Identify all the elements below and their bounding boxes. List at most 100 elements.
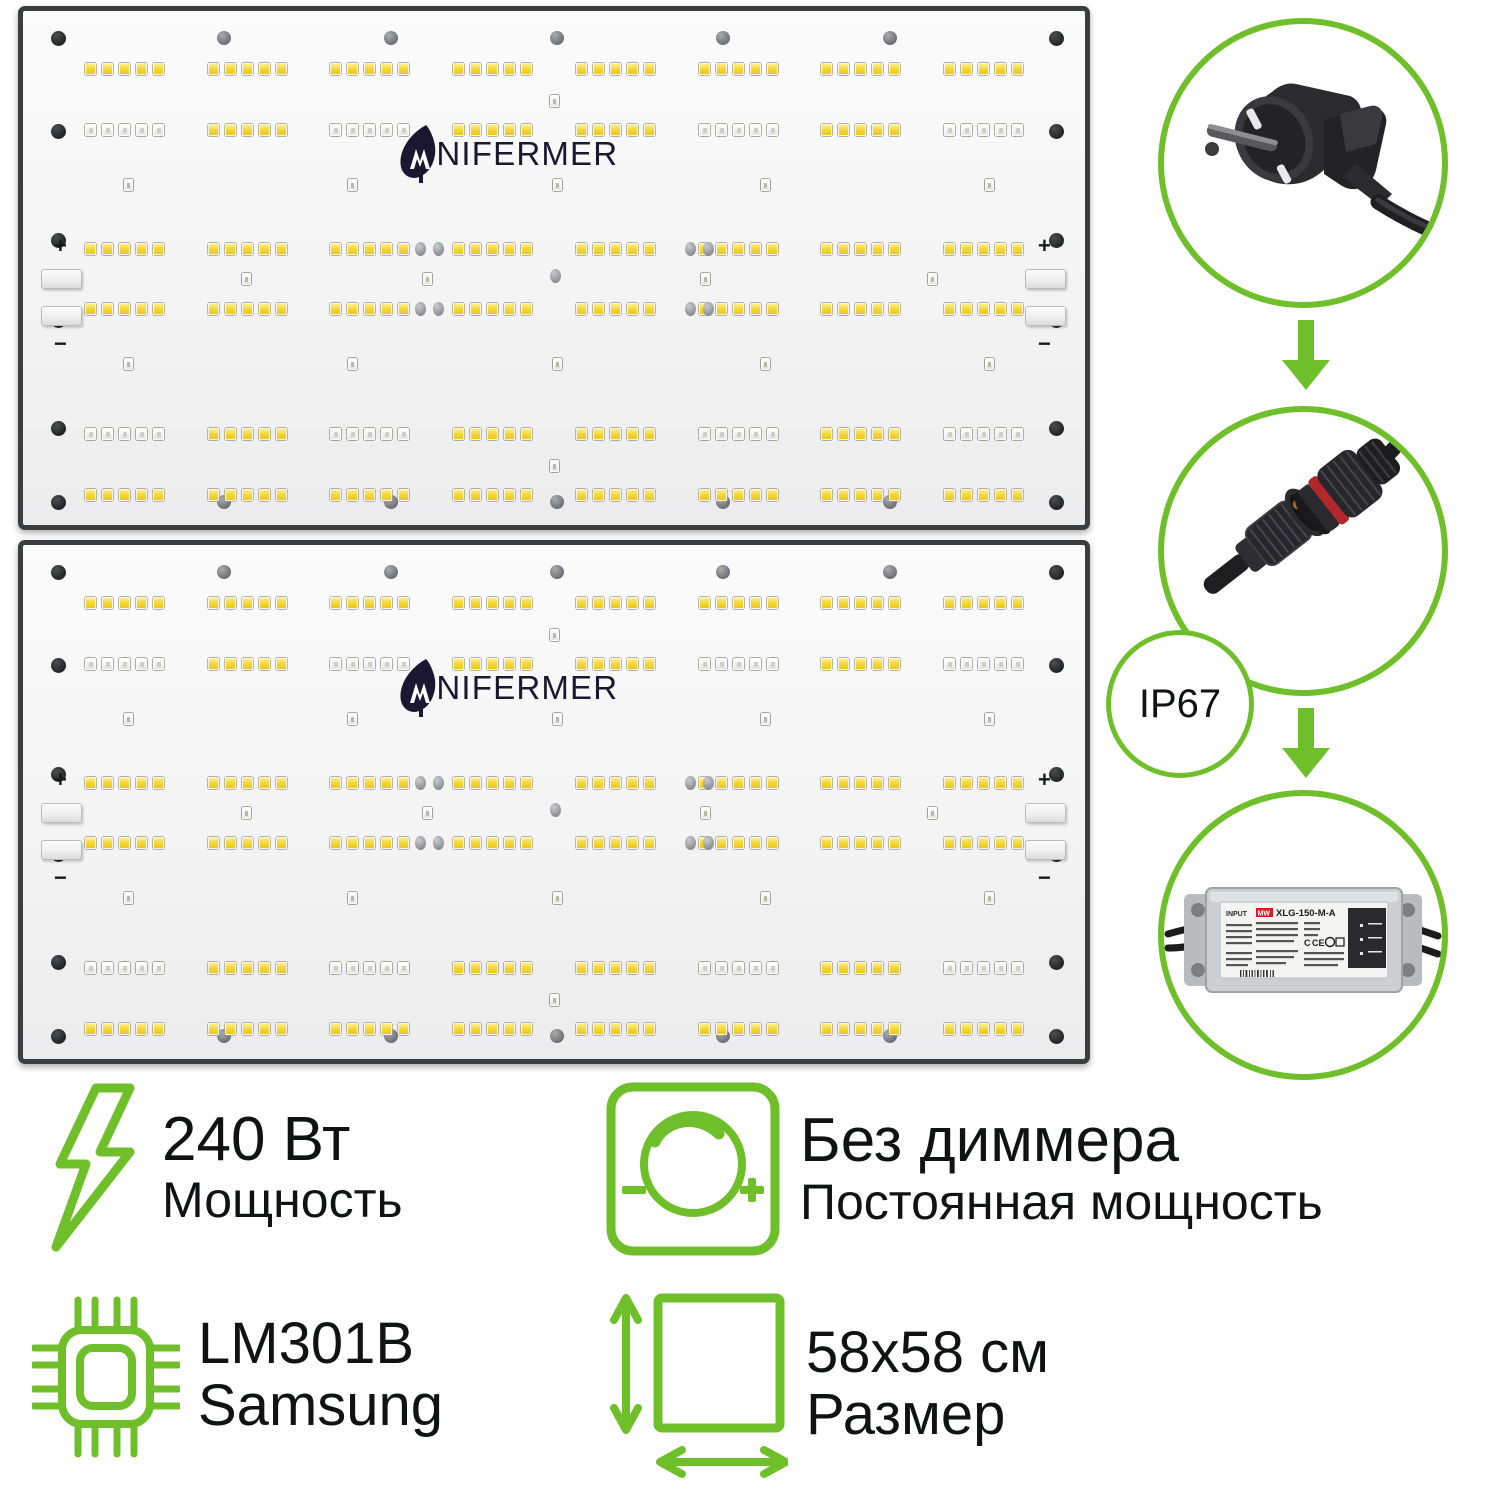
- led-chip-warm: [504, 489, 515, 501]
- led-chip-warm: [627, 63, 638, 75]
- led-chip-cool: [699, 124, 710, 136]
- led-chip-warm: [504, 243, 515, 255]
- board-component-marker: [928, 807, 937, 819]
- led-chip-warm: [364, 489, 375, 501]
- solder-pad-positive: [1025, 803, 1066, 823]
- led-chip-warm: [330, 303, 341, 315]
- led-chip-warm: [889, 777, 900, 789]
- feature-dimmer-subtitle: Постоянная мощность: [800, 1173, 1323, 1230]
- led-chip-warm: [872, 962, 883, 974]
- led-chip-warm: [276, 243, 287, 255]
- led-chip-warm: [593, 63, 604, 75]
- led-chip-warm: [225, 837, 236, 849]
- led-chip-warm: [889, 63, 900, 75]
- power-plug-icon: [1164, 24, 1442, 302]
- led-chip-warm: [995, 777, 1006, 789]
- dimensions-icon: [608, 1290, 788, 1480]
- led-chip-warm: [716, 1023, 727, 1035]
- board-component-marker: [985, 892, 994, 904]
- led-chip-warm: [487, 658, 498, 670]
- led-chip-warm: [644, 1023, 655, 1035]
- led-chip-warm: [627, 1023, 638, 1035]
- led-chip-cool: [347, 124, 358, 136]
- led-chip-warm: [225, 303, 236, 315]
- led-chip-warm: [242, 1023, 253, 1035]
- led-chip-cool: [944, 658, 955, 670]
- led-chip-warm: [225, 1023, 236, 1035]
- led-chip-warm: [364, 303, 375, 315]
- led-chip-warm: [242, 303, 253, 315]
- feature-size-text: 58x58 см Размер: [806, 1323, 1049, 1447]
- led-chip-warm: [208, 597, 219, 609]
- board-via-dot: [703, 242, 714, 256]
- led-chip-warm: [504, 428, 515, 440]
- arrow-down-icon-1: [1278, 320, 1334, 397]
- led-chip-cool: [978, 124, 989, 136]
- svg-text:MW: MW: [1258, 910, 1271, 917]
- led-chip-cool: [381, 428, 392, 440]
- led-chip-cool: [136, 428, 147, 440]
- led-chip-warm: [767, 1023, 778, 1035]
- led-chip-cool: [330, 428, 341, 440]
- led-chip-cool: [978, 428, 989, 440]
- led-chip-warm: [995, 597, 1006, 609]
- led-chip-warm: [944, 597, 955, 609]
- led-chip-warm: [347, 63, 358, 75]
- led-chip-warm: [610, 63, 621, 75]
- board-component-marker: [348, 358, 357, 370]
- led-chip-warm: [699, 489, 710, 501]
- led-chip-warm: [242, 124, 253, 136]
- led-chip-warm: [821, 303, 832, 315]
- board-mount-hole: [1049, 1029, 1064, 1044]
- svg-text:INPUT: INPUT: [1226, 911, 1248, 918]
- led-chip-warm: [85, 597, 96, 609]
- led-chip-warm: [504, 777, 515, 789]
- led-chip-warm: [767, 243, 778, 255]
- led-chip-warm: [364, 597, 375, 609]
- led-chip-warm: [136, 1023, 147, 1035]
- led-chip-warm: [978, 303, 989, 315]
- dimmer-knob-icon: [604, 1080, 782, 1258]
- led-chip-warm: [644, 962, 655, 974]
- board-edge-hole: [716, 565, 730, 579]
- led-chip-warm: [470, 489, 481, 501]
- led-chip-warm: [821, 837, 832, 849]
- solder-pad-negative: [41, 840, 82, 860]
- led-chip-warm: [889, 1023, 900, 1035]
- board-side-hole: [1049, 955, 1064, 970]
- led-chip-warm: [347, 1023, 358, 1035]
- led-chip-cool: [1012, 658, 1023, 670]
- led-chip-cool: [767, 428, 778, 440]
- led-chip-warm: [838, 303, 849, 315]
- led-chip-warm: [733, 1023, 744, 1035]
- led-chip-warm: [330, 777, 341, 789]
- feature-chip: LM301B Samsung: [32, 1290, 443, 1462]
- svg-text:C: C: [1304, 938, 1311, 948]
- board-edge-hole: [883, 31, 897, 45]
- svg-text:XLG-150-M-A: XLG-150-M-A: [1276, 908, 1336, 919]
- led-chip-warm: [961, 597, 972, 609]
- led-chip-warm: [593, 962, 604, 974]
- led-chip-cool: [330, 124, 341, 136]
- led-chip-warm: [838, 597, 849, 609]
- led-chip-warm: [242, 489, 253, 501]
- board-mount-hole: [51, 565, 66, 580]
- led-chip-warm: [208, 428, 219, 440]
- board-via-dot: [685, 836, 696, 850]
- led-chip-warm: [487, 1023, 498, 1035]
- led-chip-warm: [627, 597, 638, 609]
- led-chip-warm: [576, 658, 587, 670]
- led-chip-warm: [521, 962, 532, 974]
- led-chip-warm: [733, 243, 744, 255]
- led-chip-warm: [944, 777, 955, 789]
- led-chip-warm: [889, 489, 900, 501]
- board-edge-hole: [217, 31, 231, 45]
- led-chip-warm: [627, 837, 638, 849]
- led-chip-warm: [944, 303, 955, 315]
- board-via-dot: [703, 776, 714, 790]
- board-via-dot: [415, 776, 426, 790]
- led-chip-warm: [872, 777, 883, 789]
- led-chip-cool: [153, 428, 164, 440]
- led-chip-warm: [453, 1023, 464, 1035]
- led-chip-warm: [225, 597, 236, 609]
